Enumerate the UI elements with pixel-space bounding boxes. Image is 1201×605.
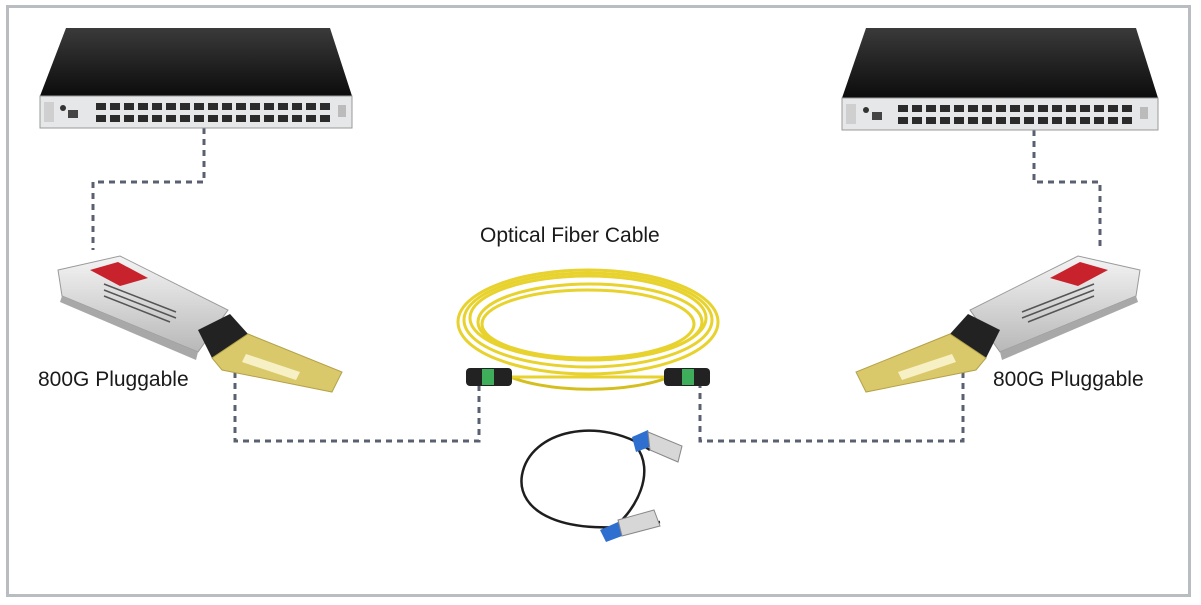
connector-right-module-to-cable	[698, 372, 965, 443]
connector-left-module-to-cable	[233, 372, 481, 443]
connector-right-switch-to-module	[1032, 130, 1102, 250]
mpo-connector-icon	[466, 368, 710, 386]
cable-label: Optical Fiber Cable	[480, 224, 660, 247]
fiber-cable-icon	[456, 268, 720, 391]
network-switch-icon	[841, 28, 1159, 131]
qsfp-transceiver-icon	[57, 255, 343, 393]
left-module-label: 800G Pluggable	[38, 368, 189, 391]
qsfp-transceiver-icon	[855, 255, 1141, 393]
connector-left-switch-to-module	[91, 128, 206, 250]
dac-cable-icon	[520, 429, 683, 542]
network-switch-icon	[39, 28, 353, 129]
connector-lines	[91, 128, 1102, 443]
right-module-label: 800G Pluggable	[993, 368, 1144, 391]
